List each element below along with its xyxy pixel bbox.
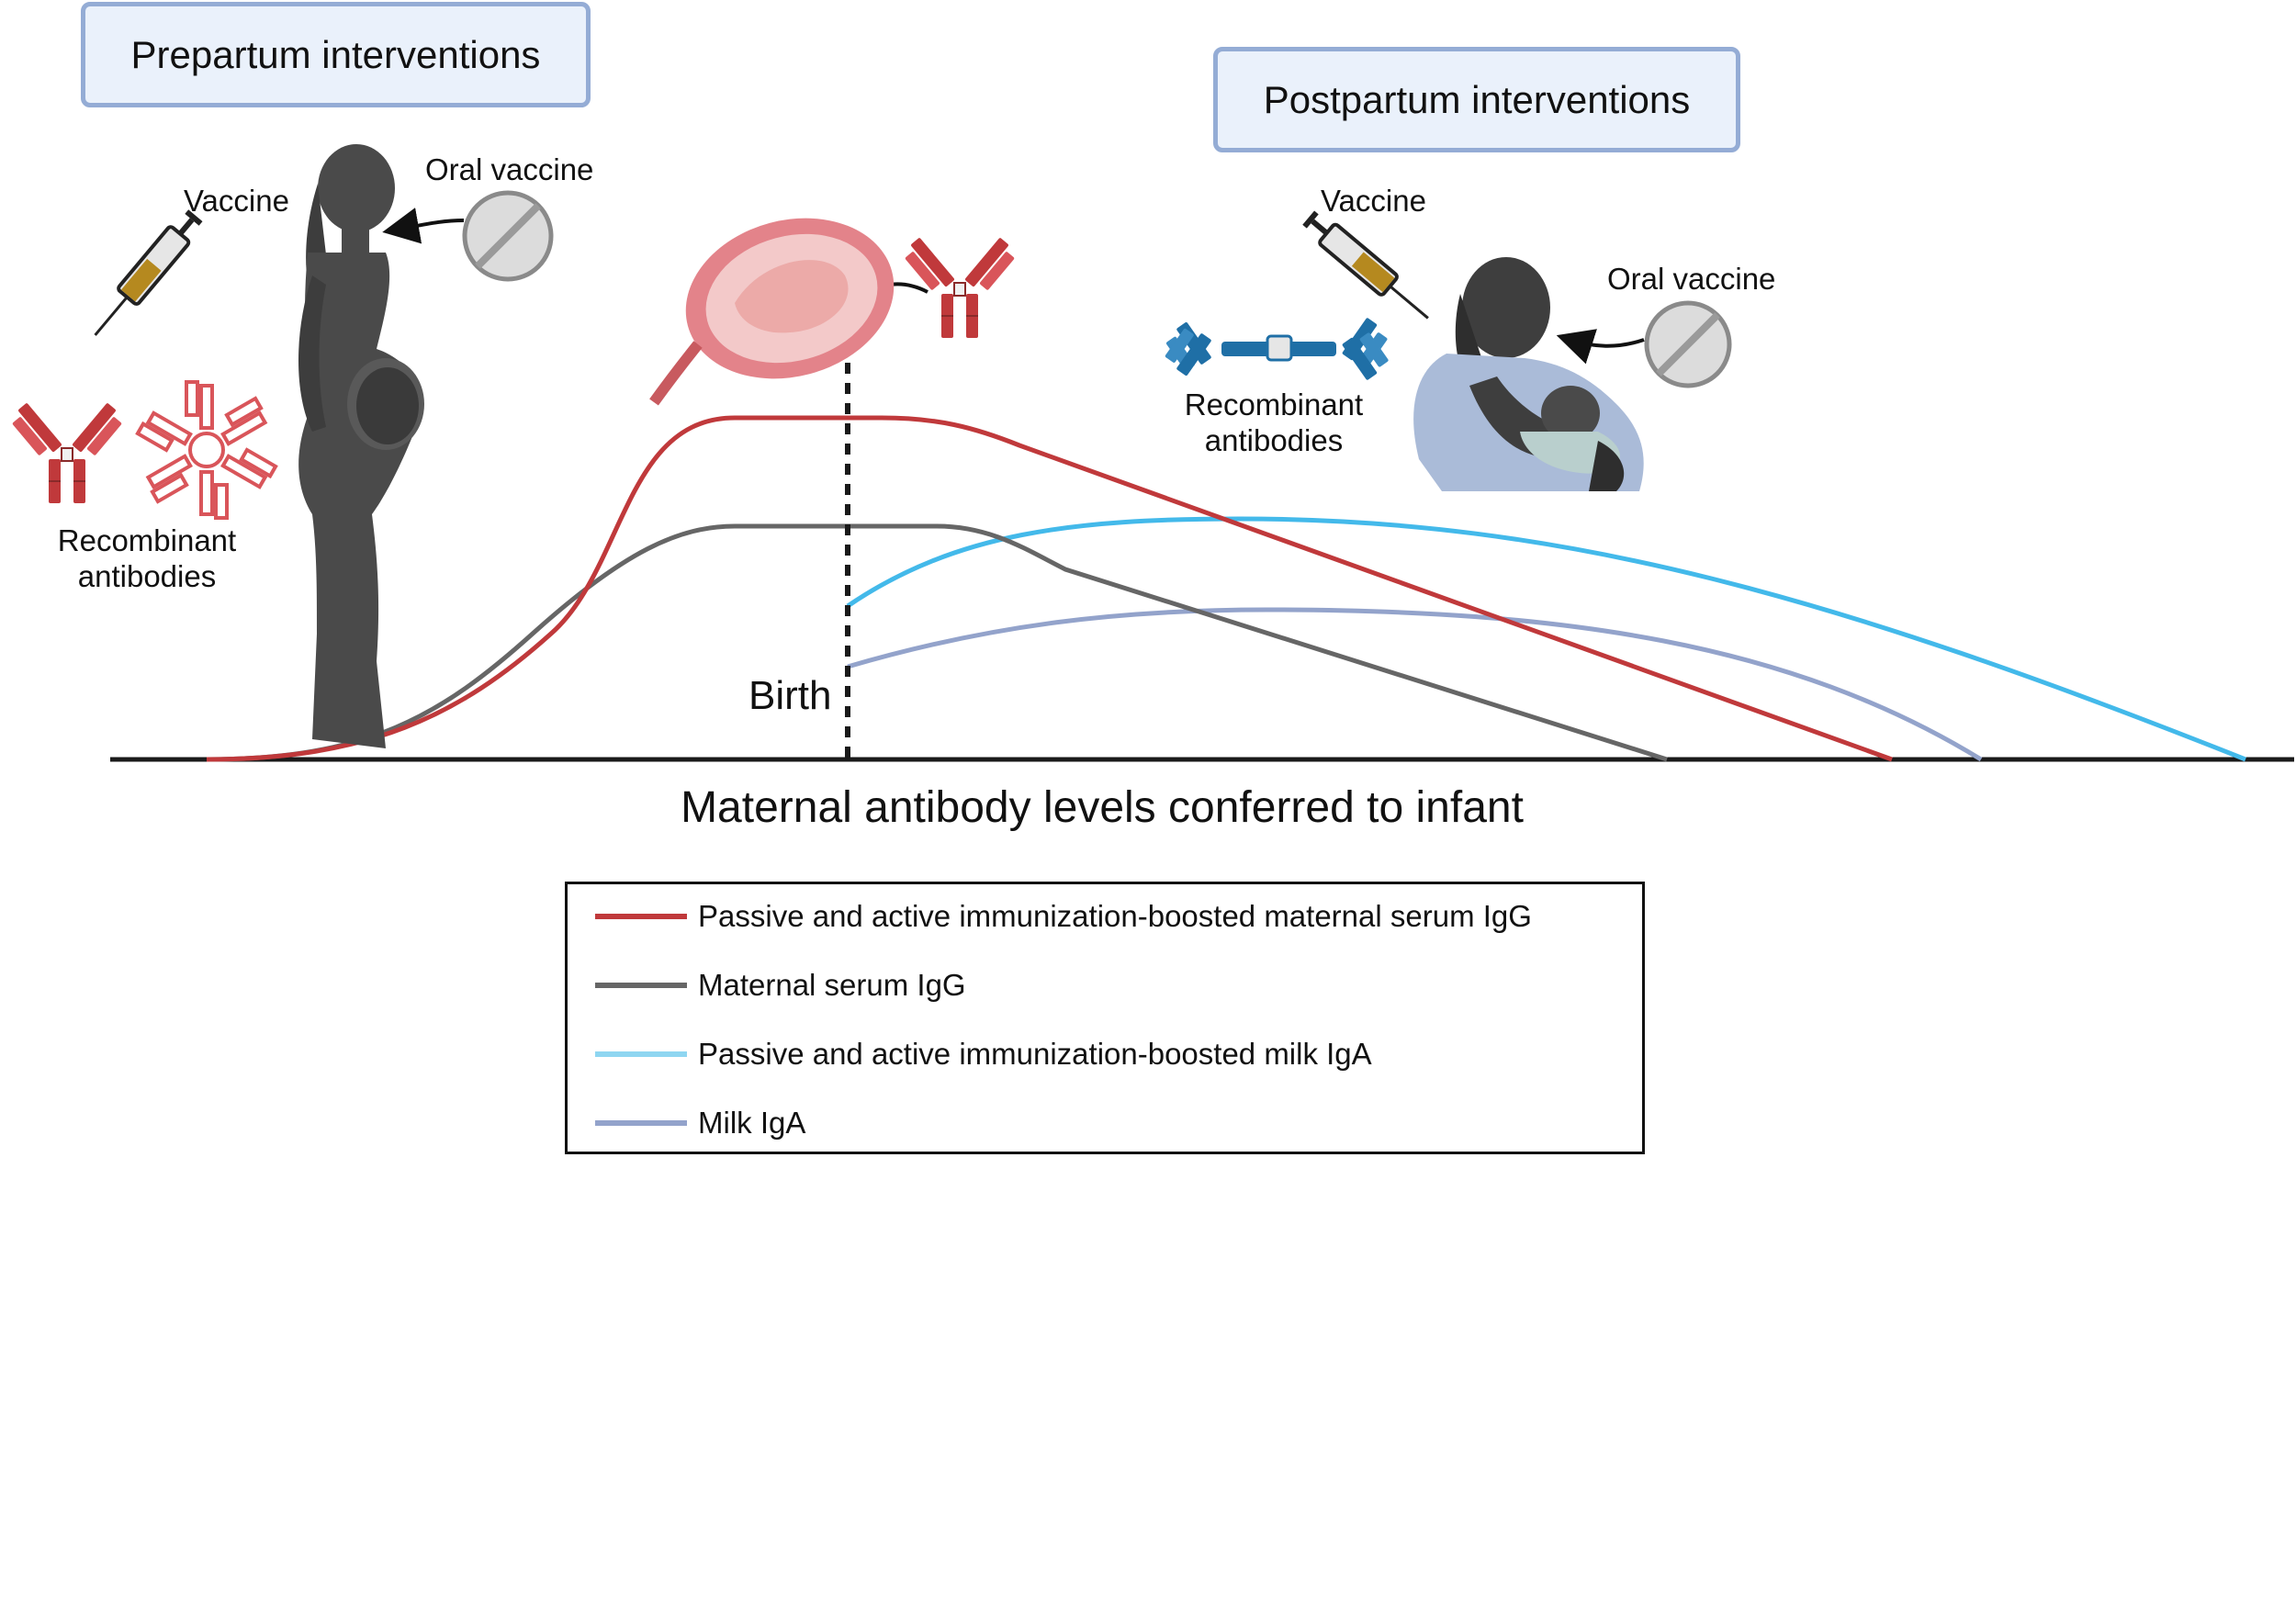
uterus-fetus-icon	[649, 218, 895, 406]
legend-swatch	[595, 983, 687, 988]
axis-title: Maternal antibody levels conferred to in…	[681, 783, 1524, 832]
prepartum-title-text: Prepartum interventions	[130, 32, 541, 76]
pregnant-woman-icon	[298, 144, 424, 748]
legend-label: Passive and active immunization-boosted …	[698, 899, 1532, 933]
postpartum-recombinant-label: Recombinant antibodies	[1154, 388, 1393, 458]
antibody-icon	[6, 401, 128, 504]
prepartum-oral-vaccine-label: Oral vaccine	[425, 152, 594, 186]
legend-label: Maternal serum IgG	[698, 968, 966, 1002]
postpartum-recombinant-line2: antibodies	[1204, 422, 1344, 457]
prepartum-title: Prepartum interventions	[81, 2, 591, 107]
legend: Passive and active immunization-boosted …	[565, 882, 1645, 1154]
postpartum-oral-vaccine-label: Oral vaccine	[1607, 262, 1776, 296]
legend-item: Milk IgA	[595, 1100, 805, 1146]
breastfeeding-mother-icon	[1413, 257, 1644, 491]
legend-swatch	[595, 1051, 687, 1057]
antibody-icon	[1165, 318, 1389, 380]
legend-item: Passive and active immunization-boosted …	[595, 893, 1532, 939]
curve-boosted-serum-igg	[206, 415, 1893, 762]
curved-arrow-icon	[1556, 329, 1645, 365]
legend-swatch	[595, 914, 687, 919]
legend-label: Passive and active immunization-boosted …	[698, 1037, 1372, 1071]
postpartum-title-text: Postpartum interventions	[1263, 77, 1691, 121]
postpartum-recombinant-line1: Recombinant	[1184, 388, 1364, 421]
pill-icon	[1644, 300, 1732, 388]
birth-label: Birth	[748, 673, 832, 718]
prepartum-recombinant-line2: antibodies	[77, 558, 217, 593]
prepartum-recombinant-label: Recombinant antibodies	[28, 523, 266, 594]
pill-icon	[462, 190, 554, 282]
curved-arrow-icon	[382, 208, 465, 244]
legend-swatch	[595, 1120, 687, 1126]
prepartum-recombinant-line1: Recombinant	[57, 523, 237, 557]
curve-boosted-milk-iga	[846, 516, 2246, 762]
postpartum-vaccine-label: Vaccine	[1321, 184, 1426, 218]
legend-item: Passive and active immunization-boosted …	[595, 1031, 1372, 1077]
syringe-icon	[94, 209, 203, 336]
postpartum-title: Postpartum interventions	[1213, 47, 1740, 152]
antibody-icon	[135, 380, 278, 520]
prepartum-vaccine-label: Vaccine	[184, 184, 289, 218]
syringe-icon	[1302, 210, 1429, 320]
curve-milk-iga	[847, 607, 1983, 762]
legend-label: Milk IgA	[698, 1106, 806, 1140]
legend-item: Maternal serum IgG	[595, 962, 966, 1008]
